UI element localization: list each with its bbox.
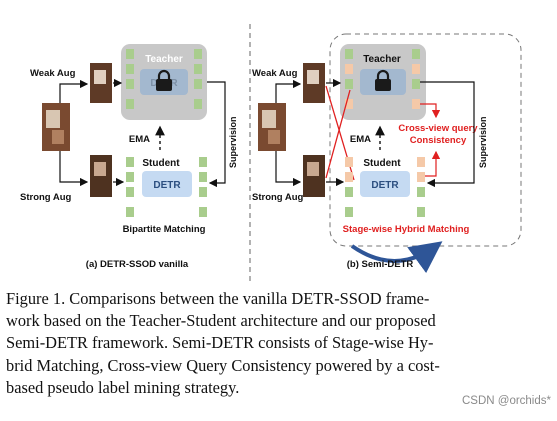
- supervision-arrow: [420, 81, 475, 188]
- student-label: Student: [142, 158, 180, 169]
- weak-branch-arrow: [275, 79, 302, 103]
- caption-line: Semi-DETR framework. Semi-DETR consists …: [6, 333, 434, 353]
- student-detr-label: DETR: [153, 180, 181, 191]
- caption-line: based pseudo label mining strategy.: [6, 377, 240, 397]
- ema-label: EMA: [350, 134, 371, 145]
- weak-aug-label: Weak Aug: [30, 68, 76, 79]
- consistency-arrow-top: [420, 103, 441, 119]
- supervision-arrow: [207, 81, 226, 188]
- student-detr-label: DETR: [371, 180, 399, 191]
- student-query-tokens-right: [417, 157, 425, 217]
- student-label: Student: [363, 158, 401, 169]
- strong-aug-label: Strong Aug: [252, 192, 304, 203]
- ema-label: EMA: [129, 134, 150, 145]
- teacher-label: Teacher: [363, 54, 401, 65]
- panel-b-caption: (b) Semi-DETR: [347, 259, 414, 270]
- lock-icon: [156, 69, 172, 91]
- teacher-query-tokens-left: [126, 49, 134, 109]
- caption-line: Figure 1. Comparisons between the vanill…: [6, 289, 430, 308]
- figure-diagram: Teacher DETR Weak Aug: [20, 24, 522, 282]
- caption-line: brid Matching, Cross-view Query Consiste…: [6, 355, 440, 375]
- weak-aug-image: [90, 63, 112, 103]
- consistency-label-line2: Consistency: [410, 135, 467, 146]
- weak-aug-image: [303, 63, 325, 103]
- consistency-label-line1: Cross-view query: [398, 123, 478, 134]
- lock-icon: [375, 69, 391, 91]
- weak-aug-label: Weak Aug: [252, 68, 298, 79]
- teacher-label: Teacher: [145, 54, 183, 65]
- panel-b: Teacher Weak Aug Strong Aug: [252, 33, 522, 274]
- strong-aug-image: [303, 155, 325, 197]
- cross-view-line: [325, 89, 351, 179]
- student-detr-box: [142, 171, 192, 197]
- strong-aug-label: Strong Aug: [20, 192, 72, 203]
- input-image: [42, 103, 70, 151]
- consistency-arrow-bottom: [425, 150, 441, 177]
- supervision-label: Supervision: [228, 116, 238, 168]
- strong-aug-image: [90, 155, 112, 197]
- caption-line: work based on the Teacher-Student archit…: [6, 311, 436, 331]
- student-query-tokens-right: [199, 157, 207, 217]
- teacher-query-tokens-right: [412, 49, 420, 109]
- figure-caption: Figure 1. Comparisons between the vanill…: [6, 288, 551, 399]
- teacher-query-tokens-right: [194, 49, 202, 109]
- supervision-label: Supervision: [478, 116, 488, 168]
- matching-label: Stage-wise Hybrid Matching: [343, 224, 470, 235]
- watermark: CSDN @orchids*: [461, 395, 551, 407]
- student-detr-box: [360, 171, 410, 197]
- input-image: [258, 103, 286, 151]
- matching-label: Bipartite Matching: [123, 224, 206, 235]
- student-query-tokens-left: [345, 157, 353, 217]
- student-query-tokens-left: [126, 157, 134, 217]
- strong-branch-arrow: [59, 151, 89, 187]
- panel-a-caption: (a) DETR-SSOD vanilla: [86, 259, 189, 270]
- teacher-query-tokens-left: [345, 49, 353, 109]
- panel-a: Teacher DETR Weak Aug: [20, 44, 238, 270]
- strong-branch-arrow: [275, 151, 302, 187]
- matching-curved-arrow: [350, 241, 443, 274]
- weak-branch-arrow: [59, 79, 89, 103]
